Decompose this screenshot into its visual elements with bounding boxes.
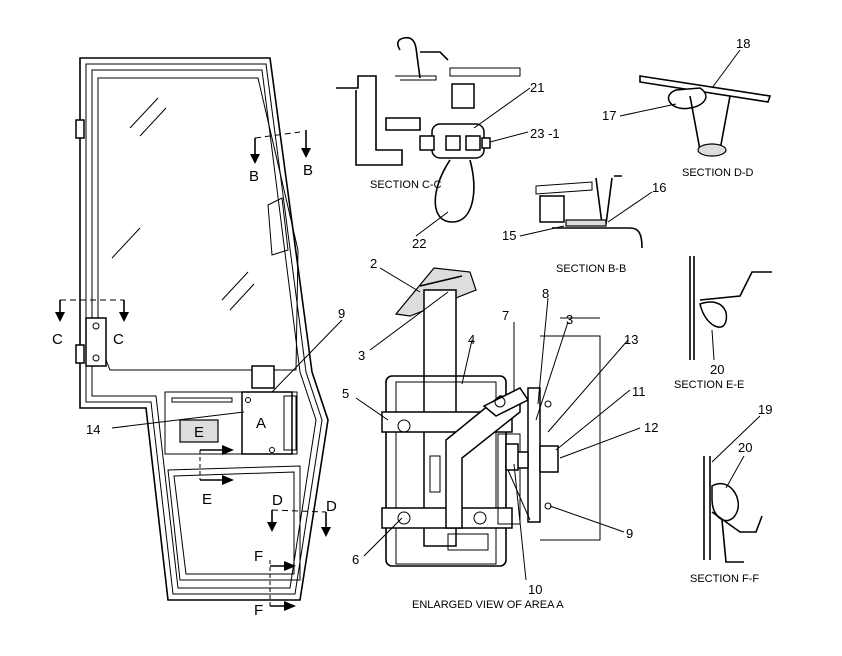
caption-section-c-c: SECTION C-C [370, 179, 442, 191]
section-cut-d: D D [267, 492, 337, 537]
callout-9-lower: 9 [626, 526, 633, 541]
section-cut-e: E E [194, 424, 234, 508]
callout-10: 10 [528, 582, 542, 597]
callout-11: 11 [632, 384, 646, 399]
cab-door [75, 57, 329, 601]
callout-6: 6 [352, 552, 359, 567]
callout-3-left: 3 [358, 348, 365, 363]
section-b-b-view [519, 175, 653, 249]
callout-13: 13 [624, 332, 638, 347]
callout-19: 19 [758, 402, 772, 417]
area-a-label: A [256, 415, 266, 432]
callout-3-right: 3 [566, 312, 573, 327]
section-cut-f: F F [254, 548, 296, 619]
callout-8: 8 [542, 286, 549, 301]
section-marker-e-box: E [194, 424, 204, 441]
callout-14: 14 [86, 422, 100, 437]
section-marker-f-top: F [254, 548, 263, 565]
section-marker-c-left: C [52, 331, 63, 348]
callout-22: 22 [412, 236, 426, 251]
callout-16: 16 [652, 180, 666, 195]
callout-2: 2 [370, 256, 377, 271]
callout-23: 23 -1 [530, 126, 560, 141]
callout-12: 12 [644, 420, 658, 435]
section-f-f-view [703, 415, 763, 563]
section-d-d-view [619, 49, 772, 157]
callout-9-upper: 9 [338, 306, 345, 321]
caption-enlarged-view: ENLARGED VIEW OF AREA A [412, 599, 564, 611]
section-cut-c: C C [52, 299, 129, 348]
section-marker-f-bottom: F [254, 602, 263, 619]
callout-4: 4 [468, 332, 475, 347]
callout-15: 15 [502, 228, 516, 243]
callout-17: 17 [602, 108, 616, 123]
caption-section-d-d: SECTION D-D [682, 167, 754, 179]
section-marker-b-right: B [303, 162, 313, 179]
callout-7: 7 [502, 308, 509, 323]
section-marker-d-left: D [272, 492, 283, 509]
callout-5: 5 [342, 386, 349, 401]
caption-section-e-e: SECTION E-E [674, 379, 744, 391]
section-c-c-view [336, 36, 531, 237]
section-marker-b-left: B [249, 168, 259, 185]
caption-section-b-b: SECTION B-B [556, 263, 626, 275]
callout-20-lower: 20 [738, 440, 752, 455]
callout-18: 18 [736, 36, 750, 51]
section-marker-e-arrow: E [202, 491, 212, 508]
section-e-e-view [689, 256, 772, 361]
enlarged-view-area-a [381, 267, 601, 567]
section-marker-d-right: D [326, 498, 337, 515]
section-marker-c-right: C [113, 331, 124, 348]
section-cut-b: B B [249, 130, 313, 185]
callout-21: 21 [530, 80, 544, 95]
caption-section-f-f: SECTION F-F [690, 573, 759, 585]
callout-20-upper: 20 [710, 362, 724, 377]
